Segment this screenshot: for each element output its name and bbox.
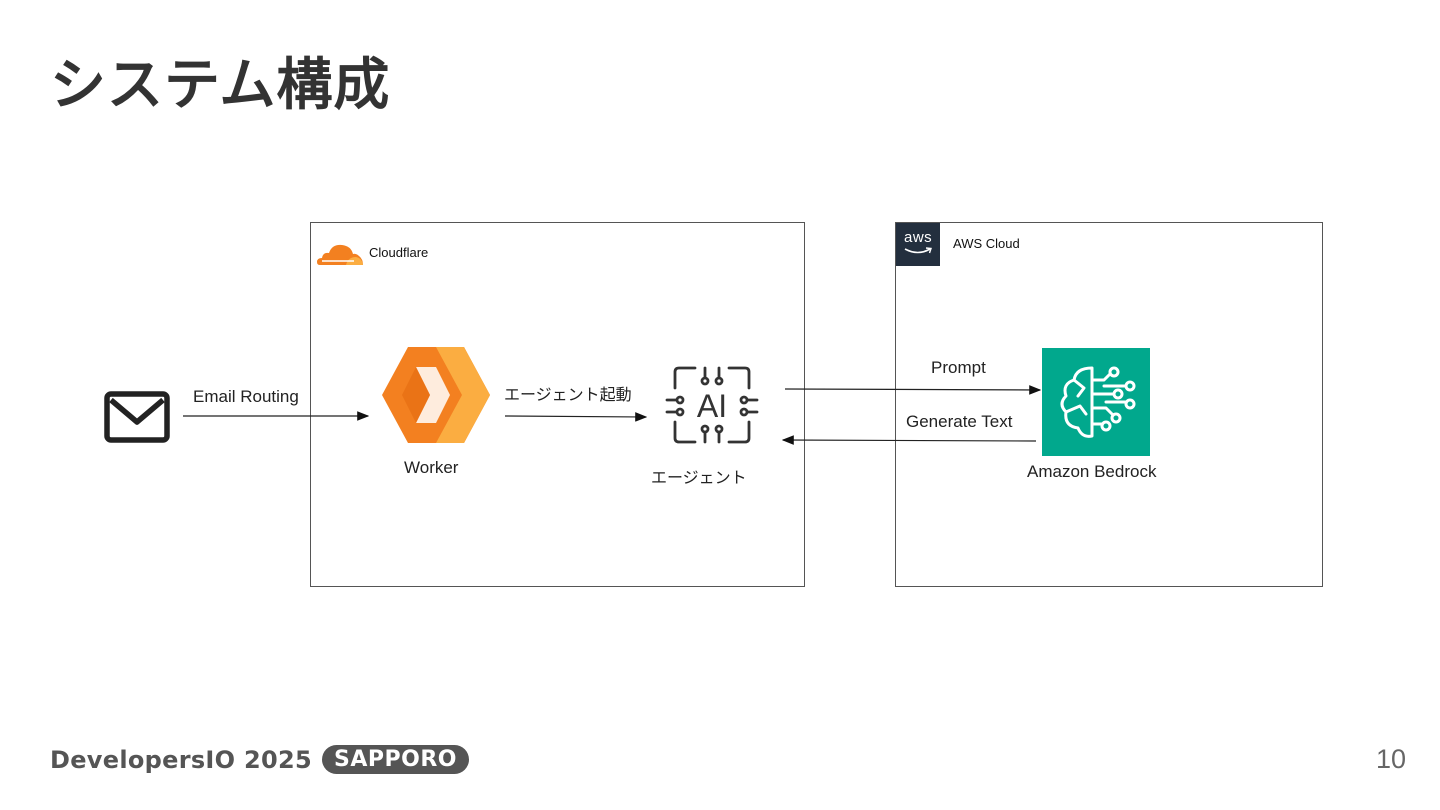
aws-logo-icon: aws: [896, 223, 940, 266]
ai-chip-text: AI: [697, 388, 727, 424]
aws-group-label: AWS Cloud: [953, 236, 1020, 251]
aws-badge-text: aws: [904, 229, 933, 246]
edge-label-agent-start: エージェント起動: [504, 385, 632, 404]
arrow-agent-to-bedrock: [784, 385, 1042, 395]
edge-label-generate-text: Generate Text: [906, 412, 1013, 431]
cloudflare-cloud-icon: [317, 244, 363, 265]
mail-icon: [104, 391, 170, 443]
footer-brand-text: DevelopersIO 2025: [50, 745, 312, 774]
footer-badge: SAPPORO: [322, 745, 469, 774]
bedrock-brain-icon: [1042, 348, 1150, 456]
edge-label-email-routing: Email Routing: [193, 387, 299, 406]
cloudflare-group-label: Cloudflare: [369, 245, 429, 260]
agent-label: エージェント: [651, 468, 747, 487]
arrow-worker-to-agent: [504, 412, 648, 422]
arrow-bedrock-to-agent: [781, 435, 1037, 445]
edge-label-prompt: Prompt: [931, 358, 986, 377]
footer-brand: DevelopersIO 2025 SAPPORO: [50, 745, 469, 774]
page-number: 10: [1376, 744, 1407, 774]
cloudflare-workers-icon: [382, 347, 490, 443]
ai-chip-icon: AI: [665, 366, 759, 444]
slide-title: システム構成: [50, 53, 391, 118]
bedrock-label: Amazon Bedrock: [1027, 462, 1157, 481]
worker-label: Worker: [404, 458, 459, 477]
